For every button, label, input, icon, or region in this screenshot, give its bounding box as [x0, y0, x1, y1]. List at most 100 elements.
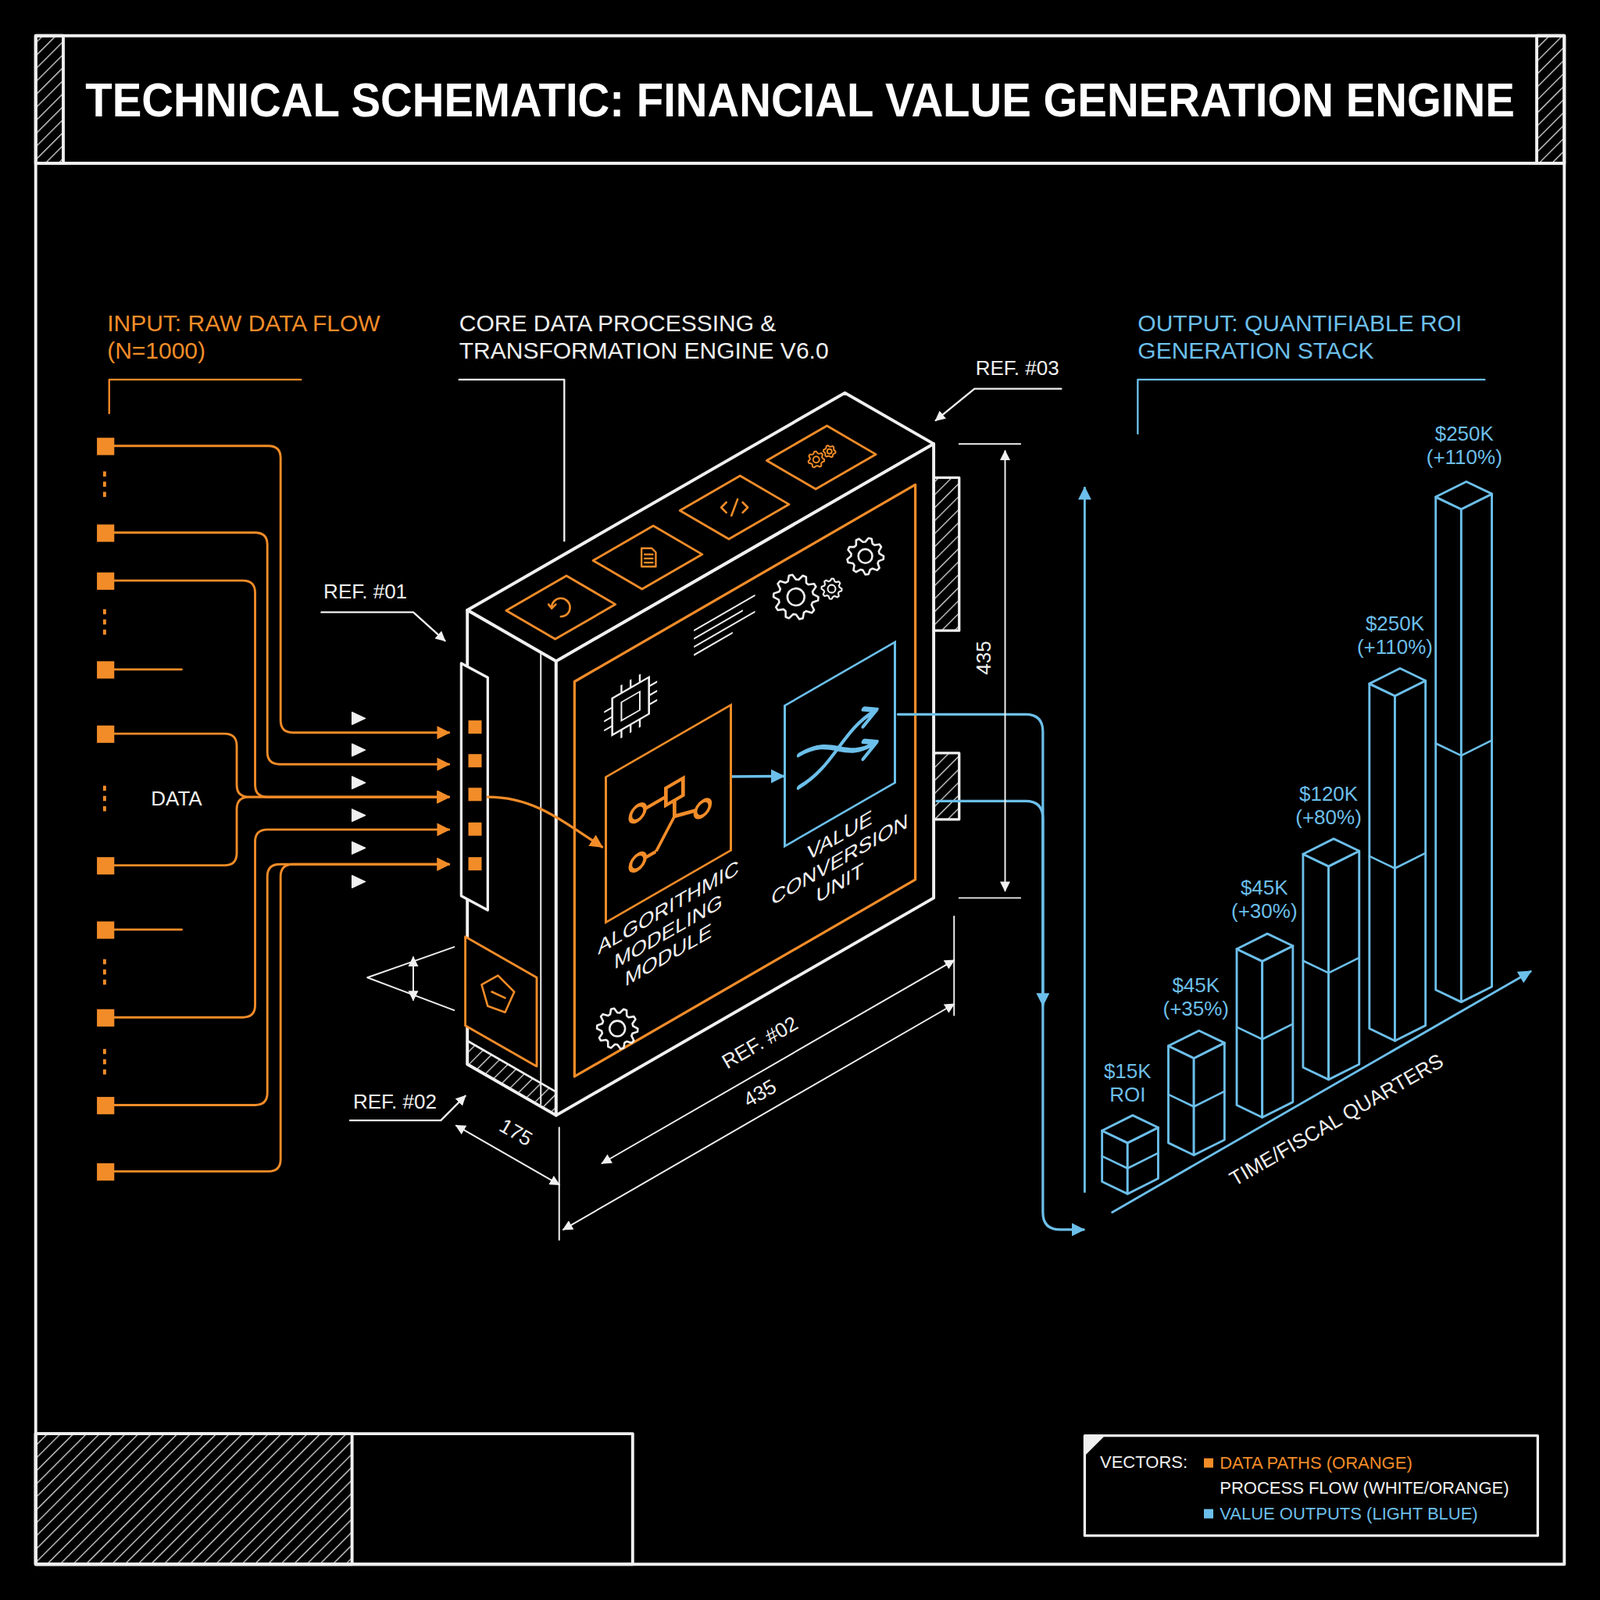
- network-node: [629, 850, 645, 874]
- ellipsis-dot: [103, 796, 107, 802]
- input-port: [468, 822, 483, 836]
- bar-top: [1303, 839, 1360, 867]
- bar-value: $250K (+110%): [1415, 422, 1514, 470]
- legend-entry: PROCESS FLOW (WHITE/ORANGE): [1203, 1477, 1509, 1499]
- gear-icon: [821, 578, 842, 600]
- legend-entry: VALUE OUTPUTS (LIGHT BLUE): [1203, 1503, 1478, 1525]
- flow-triangle: [352, 809, 366, 822]
- input-terminal: [96, 660, 115, 679]
- flow-triangle: [352, 875, 366, 889]
- hatched-cap: [35, 35, 64, 164]
- bar-divider: [1236, 1024, 1293, 1040]
- gear-hub: [827, 449, 833, 454]
- front-panel-outline: [574, 484, 915, 1077]
- leader-line: [459, 379, 565, 541]
- ellipsis-dot: [103, 785, 107, 792]
- shuffle-arrows: [799, 700, 877, 796]
- value-flow: [936, 800, 1084, 1230]
- ellipsis-dot: [103, 619, 107, 625]
- bar-divider: [1303, 957, 1360, 974]
- callout-number: REF. #01: [323, 580, 408, 604]
- icon-panel: [465, 936, 537, 1067]
- flow-triangle: [352, 743, 366, 757]
- text-line-stroke: [693, 632, 733, 656]
- port-panel: [460, 663, 488, 911]
- chip-icon: [603, 664, 658, 748]
- bar-divider: [1369, 853, 1426, 869]
- bar-divider: [1102, 1153, 1159, 1169]
- signal-name: DATA: [150, 787, 202, 811]
- network-box: [665, 778, 683, 806]
- ellipsis-dot: [103, 629, 107, 636]
- input-terminal: [96, 1163, 115, 1181]
- flow-triangle: [352, 842, 366, 855]
- ellipsis-dot: [103, 471, 107, 477]
- ellipsis-dot: [103, 806, 107, 812]
- chip-pin: [603, 664, 658, 748]
- ellipsis-dot: [103, 1059, 107, 1065]
- ellipsis-dot: [103, 492, 107, 498]
- frame-border: [35, 35, 1565, 1565]
- leader-line: [935, 389, 1062, 421]
- input-terminal: [96, 725, 115, 743]
- top-tile: [766, 425, 876, 490]
- extension-line: [959, 443, 1021, 898]
- bar-top: [1435, 481, 1493, 509]
- callout-number: REF. #02: [717, 1011, 803, 1074]
- legend-swatch: [1203, 1509, 1214, 1519]
- text-line-stroke: [693, 610, 743, 639]
- chip-core: [621, 691, 640, 721]
- ellipsis-dot: [103, 969, 107, 975]
- bar-value: $15K ROI: [1096, 1060, 1159, 1108]
- top-tile: [679, 475, 790, 540]
- refresh-icon: [548, 598, 570, 618]
- input-callout: INPUT: RAW DATA FLOW (N=1000): [107, 310, 381, 365]
- bar-top: [1236, 933, 1293, 961]
- text-lines-decoration: [693, 595, 755, 656]
- title-block: [35, 1433, 633, 1565]
- leader-line: [109, 379, 302, 414]
- gear-hub: [828, 585, 836, 593]
- chip-pin: [603, 664, 658, 748]
- legend-text: PROCESS FLOW (WHITE/ORANGE): [1219, 1478, 1509, 1498]
- callout-number: REF. #02: [353, 1090, 437, 1115]
- bar-value: $120K (+80%): [1279, 782, 1378, 830]
- leader-line: [321, 612, 445, 642]
- input-terminal: [96, 524, 115, 542]
- data-wire: [114, 446, 449, 733]
- output-callout: OUTPUT: QUANTIFIABLE ROI GENERATION STAC…: [1137, 310, 1552, 365]
- legend-entry: DATA PATHS (ORANGE): [1203, 1451, 1413, 1473]
- bar-value: $45K (+35%): [1146, 974, 1245, 1022]
- bar-value: $250K (+110%): [1346, 612, 1444, 660]
- input-port: [468, 720, 483, 734]
- dimension-value: 435: [972, 641, 997, 675]
- ellipsis-dot: [103, 959, 107, 965]
- ellipsis-dot: [103, 609, 107, 615]
- ellipsis-dot: [103, 1069, 107, 1075]
- bar-top: [1369, 668, 1426, 697]
- gear-icon: [773, 575, 818, 620]
- artwork-group: [35, 35, 1565, 1565]
- top-tile: [506, 575, 616, 640]
- gear-icon: [846, 538, 884, 575]
- ellipsis-dot: [103, 1049, 107, 1055]
- input-terminal: [96, 572, 115, 590]
- gear-icon: [823, 445, 836, 458]
- bar-divider: [1435, 740, 1493, 757]
- y-axis: [1083, 487, 1086, 1192]
- dimension-line: [1004, 450, 1007, 891]
- ellipsis-dot: [103, 979, 107, 986]
- leader-line: [1137, 379, 1485, 434]
- dimension-line: [563, 1003, 954, 1230]
- legend-spacer: [1203, 1483, 1214, 1493]
- bar-divider: [1168, 1091, 1225, 1108]
- gear-hub: [609, 1021, 625, 1037]
- network-node: [629, 800, 645, 825]
- dimension-line: [602, 960, 955, 1164]
- legend-box: [1084, 1435, 1538, 1536]
- data-wire: [114, 580, 449, 797]
- bar-top: [1102, 1115, 1159, 1143]
- network-node: [695, 796, 711, 821]
- flow-triangle: [352, 712, 366, 725]
- dimension-value: 175: [494, 1114, 536, 1152]
